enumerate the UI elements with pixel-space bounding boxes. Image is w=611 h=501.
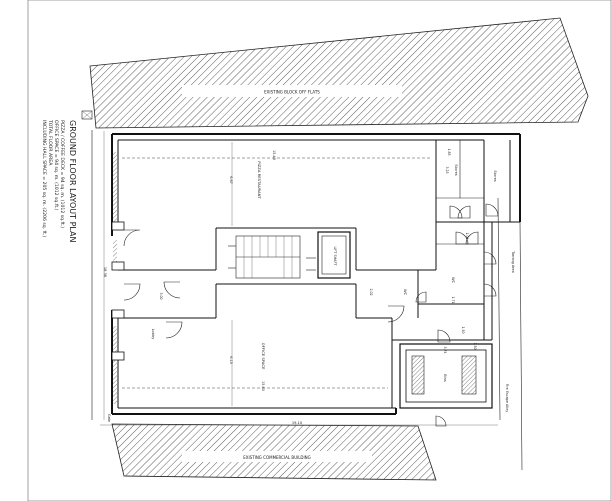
dim-stores-height: 3.23 — [445, 166, 449, 173]
staircase — [228, 235, 316, 279]
dim-pizza-depth: 6.67 — [229, 176, 233, 184]
bottom-total-dim: 19.10 — [292, 421, 303, 425]
dim-bottom-length: 15.60 — [261, 381, 265, 391]
dim-bins-depth: 3.74 — [443, 346, 447, 353]
fire-escape-label: Fire Escape Alley — [505, 384, 509, 413]
sheet-border — [27, 0, 611, 501]
dim-wc2-width: 1.71 — [451, 296, 455, 303]
dim-office-depth: 6.13 — [229, 356, 233, 364]
bins-block — [399, 343, 493, 409]
doors — [123, 203, 499, 427]
plan-area-line-2: OFFICE SPACE = 94 sq. m. (1012 sq.ft.) — [53, 120, 59, 211]
dim-stores-top: 1.83 — [447, 148, 451, 155]
wc-label-1: WC — [403, 289, 407, 296]
lobby-label: Lobby — [151, 329, 155, 341]
wc-label-2: WC — [451, 277, 455, 284]
plan-area-line-4: INCLUDING HALL SPACE = 205 sq. m. (2206 … — [41, 120, 47, 237]
dim-top-length: 15.43 — [272, 150, 276, 160]
title-block: GROUND FLOOR LAYOUT PLAN PIZZA / COFFEE … — [41, 119, 77, 243]
dim-wc1-width: 2.02 — [369, 288, 373, 295]
existing-commercial-label: EXISTING COMMERCIAL BUILDING — [243, 455, 311, 460]
turning-area-label: Turning Area — [511, 250, 515, 272]
dim-lobby-width: 1.04 — [465, 232, 469, 239]
existing-flats-block — [89, 17, 589, 129]
stores-label-2: Stores — [493, 170, 497, 181]
dim-bins-width: 1.50 — [473, 342, 477, 349]
overall-depth-dim: 18.36 — [103, 267, 107, 278]
plan-title: GROUND FLOOR LAYOUT PLAN — [68, 120, 77, 243]
office-space-label: OFFICE SPACE — [261, 343, 266, 370]
north-symbol — [81, 110, 93, 120]
plan-area-line-1: PIZZA / COFFEE DECK = 94 sq. m. (1012 sq… — [59, 120, 65, 228]
gate-label: Gate — [107, 414, 111, 422]
building-walls — [111, 133, 521, 415]
bins-label: Bins — [443, 374, 447, 382]
svg-text:LIFT SHAFT: LIFT SHAFT — [333, 247, 337, 267]
stores-label-1: Stores — [454, 164, 458, 175]
dim-lobby-2: 3.00 — [159, 292, 163, 299]
existing-flats-label: EXISTING BLOCK OFF FLATS — [264, 90, 320, 95]
dim-small-width: 1.50 — [461, 326, 465, 333]
lift-shaft: LIFT SHAFT — [317, 231, 351, 279]
pizza-restaurant-label: PIZZA RESTAURANT — [257, 161, 262, 199]
plan-area-line-3: TOTAL FLOOR AREA — [47, 119, 53, 166]
